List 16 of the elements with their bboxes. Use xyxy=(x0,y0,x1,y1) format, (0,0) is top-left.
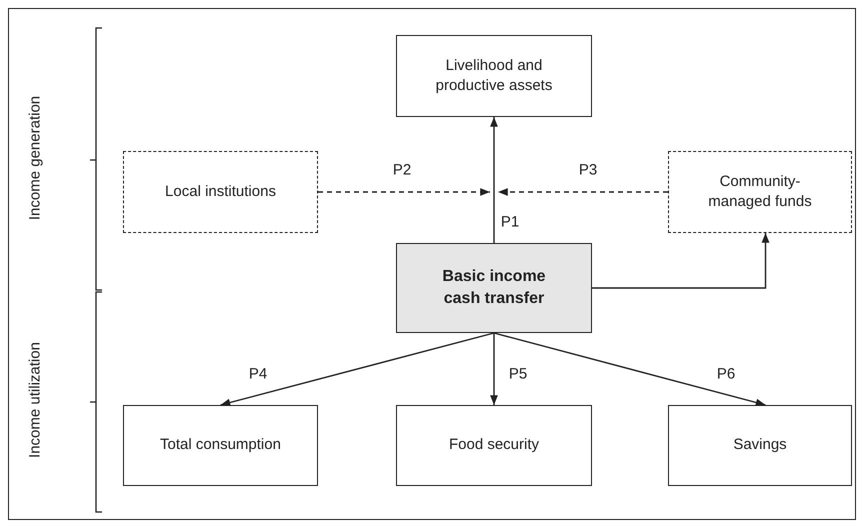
section-label: Income utilization xyxy=(26,342,44,458)
arrow xyxy=(490,117,498,243)
process-box: Basic income cash transfer xyxy=(396,243,592,333)
arrow xyxy=(494,332,766,406)
dashed-box: Local institutions xyxy=(123,151,318,233)
process-box: Livelihood and productive assets xyxy=(396,35,592,117)
arrow xyxy=(592,233,770,289)
dashed-box: Community-managed funds xyxy=(668,151,852,233)
process-box: Food security xyxy=(396,405,592,486)
arrow xyxy=(490,333,498,405)
process-box: Total consumption xyxy=(123,405,318,486)
arrow xyxy=(318,188,490,196)
arrow xyxy=(220,332,494,406)
section-label: Income generation xyxy=(26,96,44,220)
arrow xyxy=(498,188,668,196)
process-box: Savings xyxy=(668,405,852,486)
